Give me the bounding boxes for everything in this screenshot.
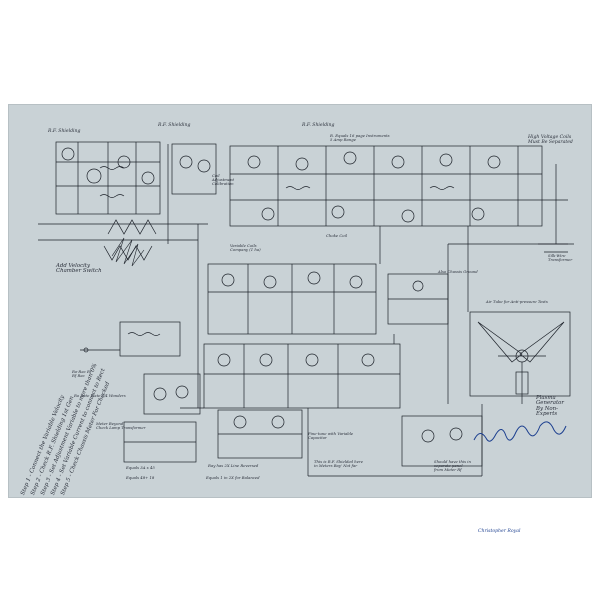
note-rf-shielded: This is R.F. Shielded here in Meters Bay… xyxy=(314,459,364,468)
schematic-sheet: R.F. Shielding R.F. Shielding R.F. Shiel… xyxy=(8,104,592,534)
circuit-diagram xyxy=(38,141,574,477)
note-rf-shielding-2: R.F. Shielding xyxy=(158,123,191,128)
note-ro-rac: Ro-Rac Rf Rf Rac xyxy=(72,369,92,378)
vacuum-tube-6 xyxy=(197,159,211,173)
note-variable-coil: Variable Coils Company (1 ha) xyxy=(230,243,261,252)
vacuum-tube-2 xyxy=(86,168,102,184)
note-rf-meter: R. Equals 16 page Instruments 5 Amp Rang… xyxy=(330,133,390,142)
vacuum-tube-4 xyxy=(141,171,155,185)
note-add-velocity: Add Velocity Chamber Switch xyxy=(56,263,102,275)
note-equals-1: Equals 3A x 45 xyxy=(126,465,155,470)
note-meter-band: Meter Beyond Check Lamp Transformer xyxy=(96,421,146,430)
note-equals-3: Equals 1 in 2X for Balanced xyxy=(206,475,260,480)
note-tube-test: Air Tube for Anti-pressure Tests xyxy=(486,299,548,304)
note-ground: Also Chassis Ground xyxy=(438,269,478,274)
note-silk-wire: Silk-Wire Transformer xyxy=(548,253,573,262)
note-should-have: Should have this in separate panel from … xyxy=(434,459,471,472)
note-high-voltage-coils: High Voltage Coils Must Be Separated xyxy=(528,135,573,145)
note-ray-rev: Ray has 2X Line Reversed xyxy=(208,463,259,468)
lower-stage xyxy=(203,343,401,409)
note-rf-shielding-1: R.F. Shielding xyxy=(48,129,81,134)
rf-chain xyxy=(229,145,543,227)
vacuum-tube-1 xyxy=(61,147,75,161)
note-rf-shielding-3: R.F. Shielding xyxy=(302,123,335,128)
steps-list: Step 1 - Connect the Variable Velocity S… xyxy=(14,318,111,498)
vacuum-tube-5 xyxy=(179,155,193,169)
scribble-mark xyxy=(111,237,145,267)
note-choke-coil: Choke Coil xyxy=(326,233,348,238)
plasma-generator-drawing xyxy=(469,311,571,404)
note-coil-adjustment: Coil Adjustment Calibration xyxy=(212,173,235,186)
note-fine-tune: Fine-tune with Variable Capacitor xyxy=(308,431,354,440)
note-power-on: Ro Rate Plate 5/4 Wonders xyxy=(74,393,126,398)
signature-stroke xyxy=(473,421,567,442)
note-equals-2: Equals 48+ 18 xyxy=(126,475,155,480)
signature: Christopher Royal xyxy=(478,529,521,534)
note-plasma-generator: Plasma Generator By Non- Experts xyxy=(536,395,564,418)
